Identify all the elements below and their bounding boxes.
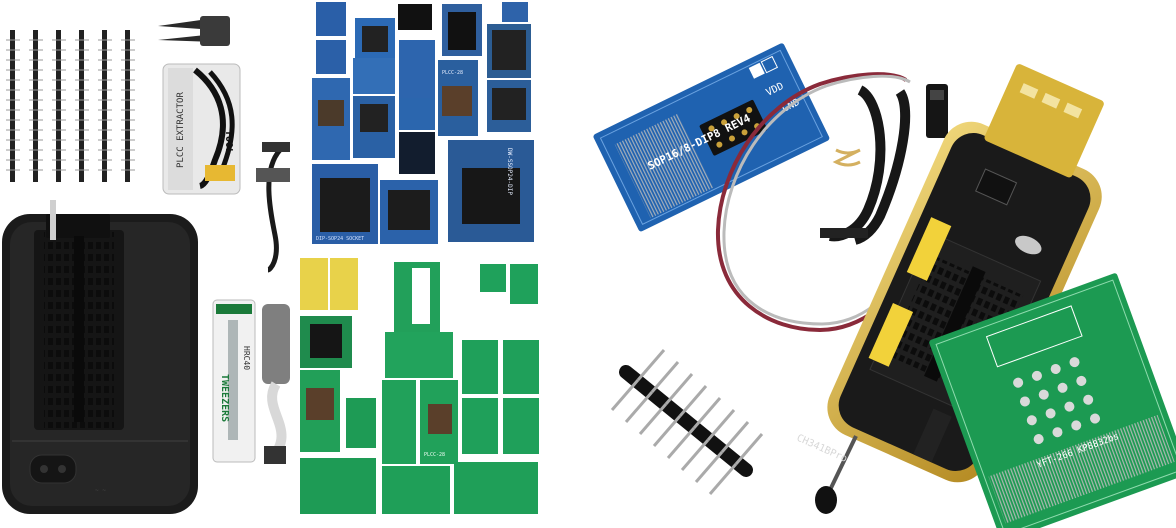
soic-clip-ribbon: [262, 304, 290, 464]
tweezers-label: TWEEZERS: [219, 374, 230, 422]
pin-header: [610, 349, 764, 495]
universal-programmer-device: ~ ~: [2, 200, 198, 514]
adapter-label-3: PLCC-28: [442, 70, 463, 76]
plcc-tool-text: PLCC EXTRACTOR: [176, 92, 186, 168]
soic-test-clip: [715, 72, 948, 333]
zif-lever: [815, 435, 858, 514]
adapter-label-2: DW-SSOP24-DIP: [506, 148, 513, 195]
svg-text:~ ~: ~ ~: [95, 487, 106, 494]
plcc-extractor-package: [162, 63, 241, 195]
adapter-label-4: PLCC-28: [424, 452, 445, 458]
blue-adapter-boards: [312, 2, 534, 244]
green-adapter-boards: [300, 258, 539, 514]
lcd-cable: [256, 142, 290, 273]
adapter-label-1: DIP-SOP24 SOCKET: [316, 236, 364, 242]
test-clip-small: [158, 16, 230, 46]
sop-dip-adapter-board: [593, 43, 830, 232]
tweezers-model: HRC40: [242, 346, 251, 370]
pin-header-strips: [6, 30, 135, 182]
green-dip-adapter-board: [929, 273, 1176, 528]
tweezers-package: [212, 299, 256, 463]
programmer-label: CH341BPro: [795, 433, 849, 465]
plcc-tool-brand: TOOL: [223, 130, 234, 154]
